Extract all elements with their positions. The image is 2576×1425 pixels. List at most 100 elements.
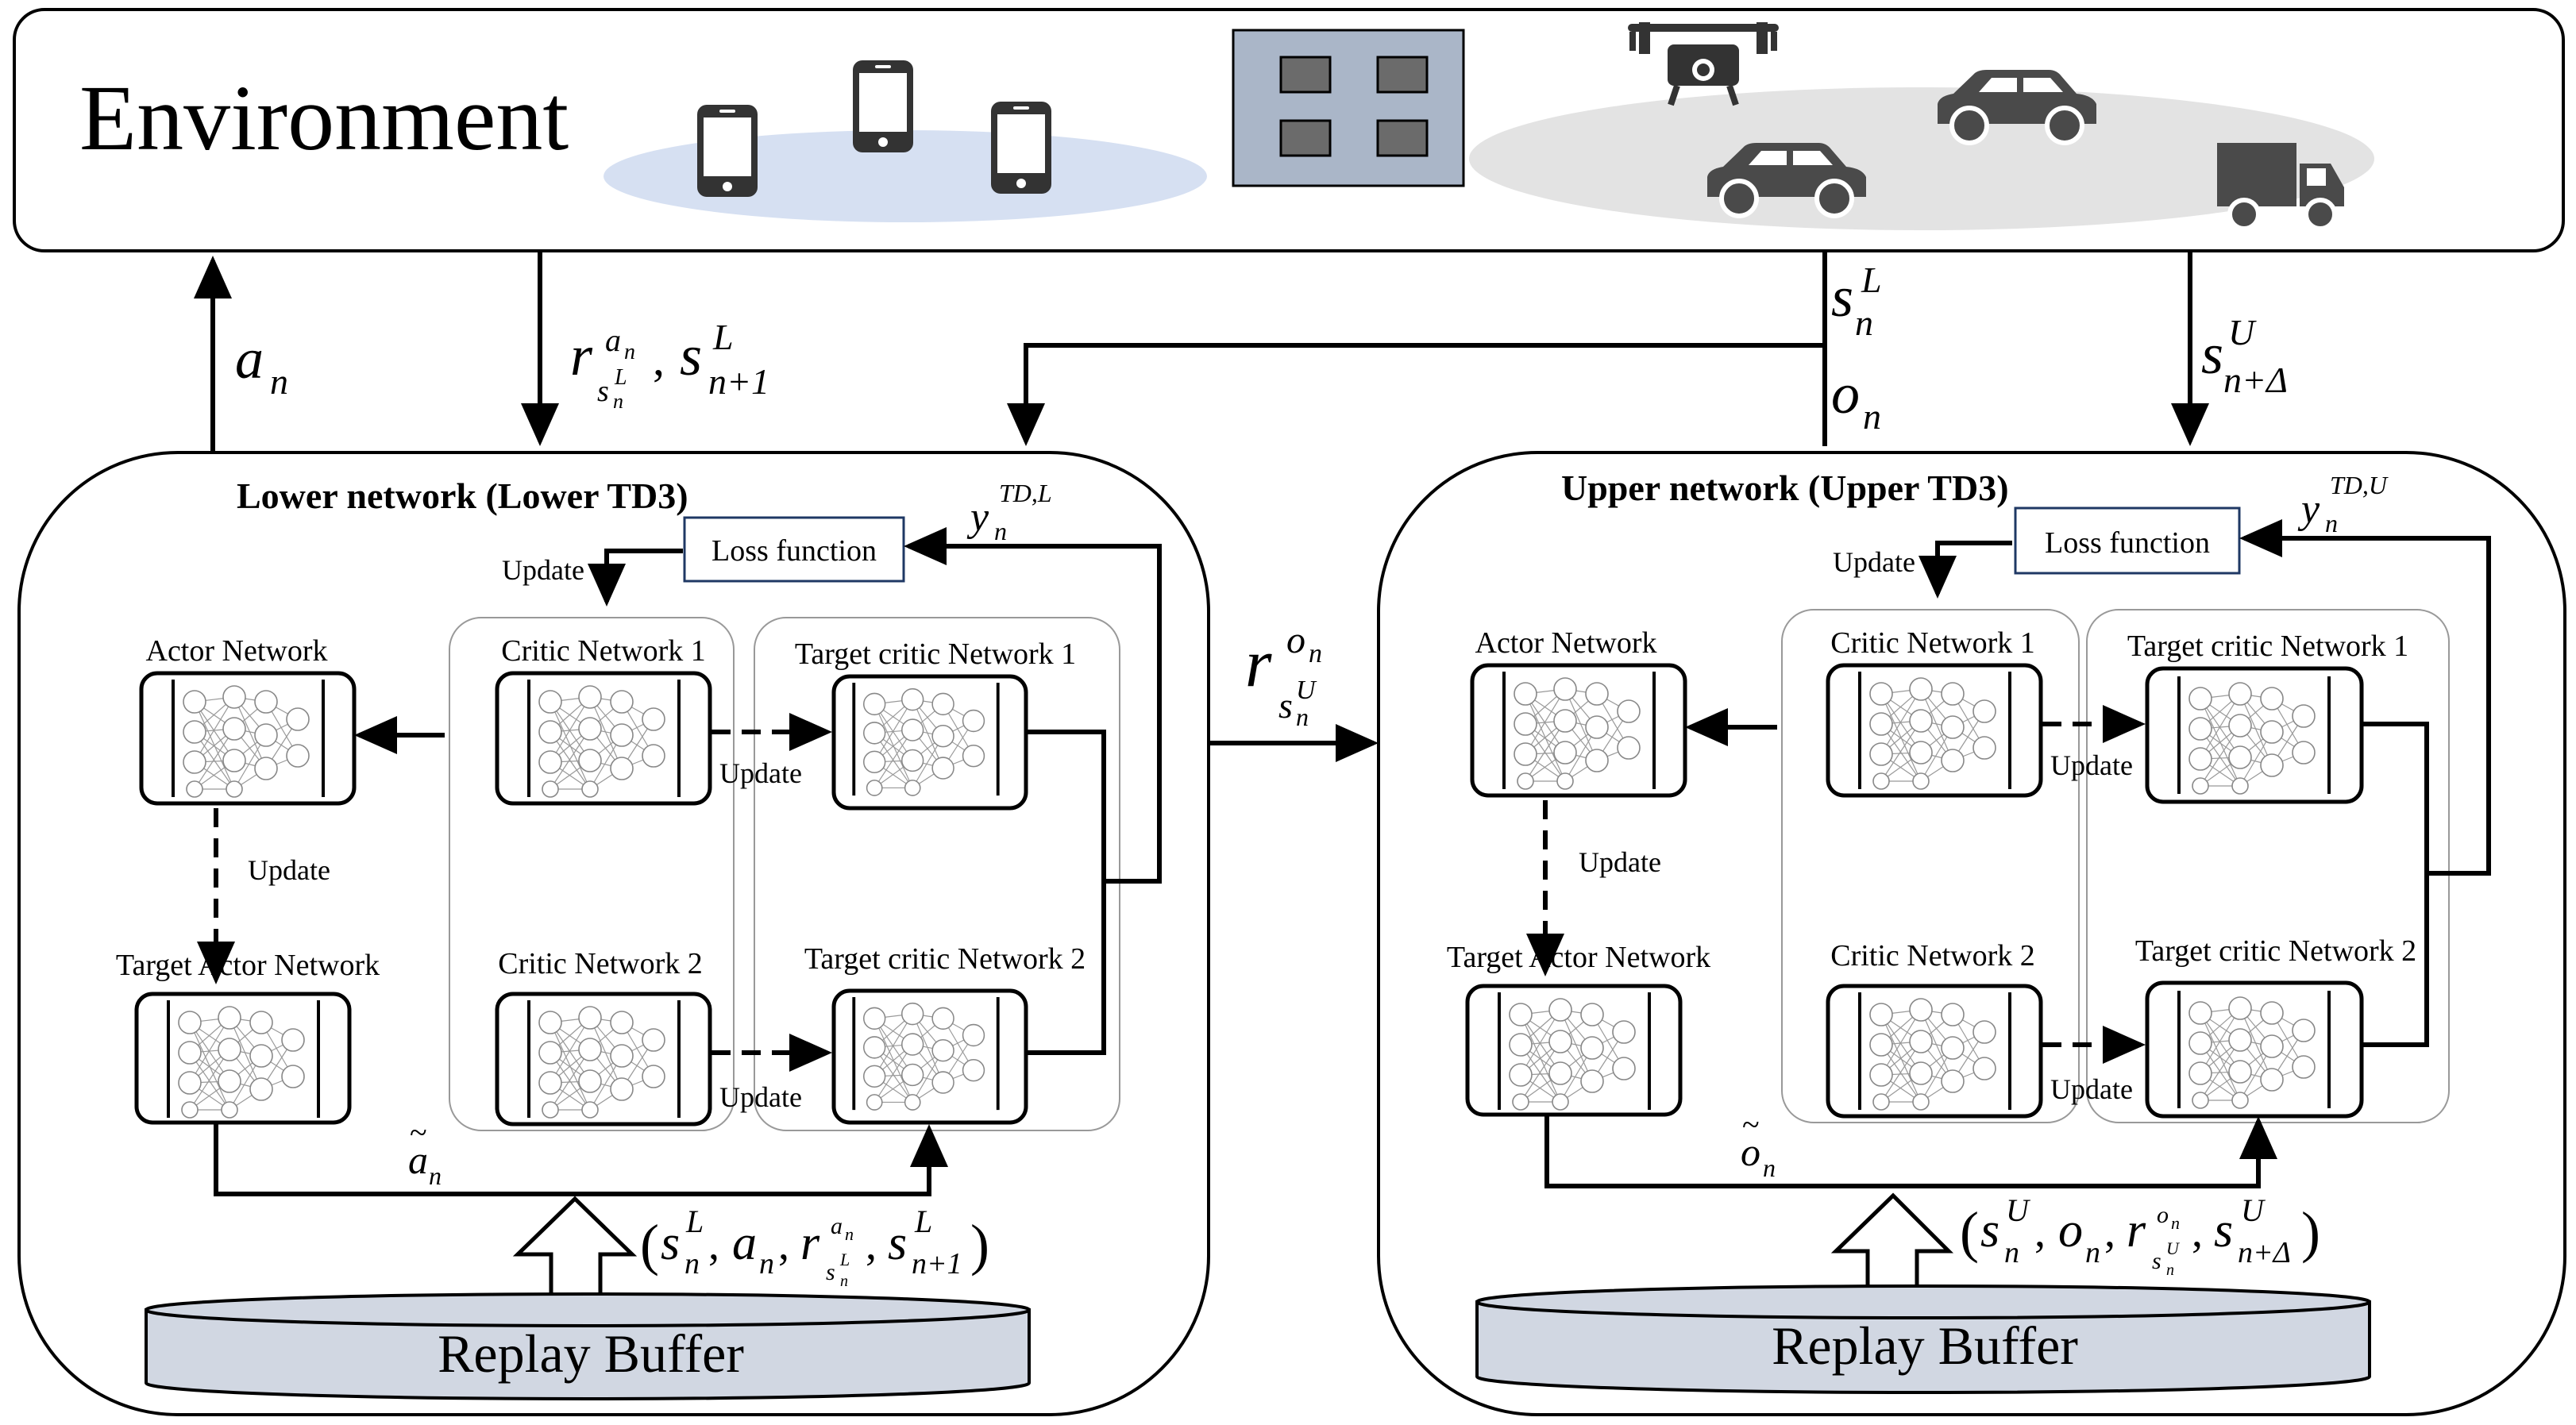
svg-text:(: ( bbox=[1960, 1200, 1979, 1264]
critic-group bbox=[1781, 609, 2080, 1123]
svg-text:L: L bbox=[685, 1204, 704, 1239]
svg-text:U: U bbox=[2006, 1192, 2031, 1228]
loss-update-label: Update bbox=[502, 554, 584, 586]
target-critic-network-1-label: Target critic Network 1 bbox=[2127, 630, 2408, 663]
svg-text:(: ( bbox=[640, 1213, 659, 1277]
svg-text:U: U bbox=[2241, 1192, 2266, 1228]
critic1-update-label: Update bbox=[2050, 749, 2133, 781]
svg-text:r: r bbox=[570, 324, 593, 387]
svg-text:n: n bbox=[613, 390, 623, 413]
target-actor-network bbox=[134, 992, 352, 1125]
svg-text:U: U bbox=[1296, 676, 1317, 705]
loss-function-box: Loss function bbox=[2014, 506, 2241, 575]
target-critic-network-2-label: Target critic Network 2 bbox=[804, 942, 1086, 976]
target-critic-network-1 bbox=[2145, 666, 2364, 804]
svg-text:TD,U: TD,U bbox=[2330, 471, 2389, 499]
svg-text:r: r bbox=[1245, 625, 1272, 701]
svg-text:y: y bbox=[2297, 487, 2320, 532]
svg-text:a: a bbox=[408, 1138, 428, 1182]
svg-text:o: o bbox=[2058, 1204, 2083, 1257]
critic-network-1-label: Critic Network 1 bbox=[501, 634, 706, 668]
svg-text:~: ~ bbox=[410, 1115, 427, 1150]
symbol-reward-upper: r o n s U n bbox=[1245, 619, 1322, 731]
lower-transition-tuple: ( s L n , a n , r a n s L n , s L n+1 ) bbox=[640, 1204, 989, 1290]
target-actor-network-label: Target Actor Network bbox=[116, 949, 380, 982]
svg-text:y: y bbox=[966, 495, 989, 540]
svg-text:n: n bbox=[684, 1247, 700, 1281]
upper-network-title: Upper network (Upper TD3) bbox=[1561, 468, 2009, 508]
target-actor-network-label: Target Actor Network bbox=[1447, 941, 1710, 974]
symbol-reward-lower: r a n s L n , s L n+1 bbox=[570, 317, 769, 413]
svg-text:n: n bbox=[1296, 703, 1309, 731]
svg-text:s: s bbox=[1278, 685, 1293, 726]
lower-network-title: Lower network (Lower TD3) bbox=[237, 476, 688, 516]
svg-text:): ) bbox=[970, 1213, 989, 1277]
svg-text:r: r bbox=[2127, 1204, 2146, 1257]
svg-text:U: U bbox=[2166, 1238, 2181, 1258]
replay-buffer: Replay Buffer bbox=[145, 1292, 1031, 1400]
critic2-update-label: Update bbox=[2050, 1073, 2133, 1105]
drone-icon bbox=[1628, 22, 1779, 106]
lower-flow-lines bbox=[197, 527, 1162, 1196]
svg-text:n+1: n+1 bbox=[708, 361, 769, 402]
target-critic-network-1 bbox=[831, 674, 1028, 811]
svg-text:a: a bbox=[831, 1213, 843, 1239]
svg-text:n+Δ: n+Δ bbox=[2223, 360, 2288, 400]
phone-icon bbox=[991, 102, 1051, 194]
critic1-update-label: Update bbox=[719, 757, 802, 789]
svg-text:,: , bbox=[708, 1220, 719, 1269]
svg-text:o: o bbox=[1286, 619, 1305, 661]
svg-text:U: U bbox=[2228, 312, 2257, 352]
svg-text:Replay Buffer: Replay Buffer bbox=[438, 1323, 744, 1384]
svg-text:n: n bbox=[1855, 302, 1873, 343]
svg-text:Loss function: Loss function bbox=[711, 534, 877, 568]
svg-text:s: s bbox=[888, 1216, 907, 1270]
loss-update-label: Update bbox=[1833, 546, 1915, 578]
server-icon bbox=[1232, 29, 1465, 187]
phone-icon bbox=[697, 105, 758, 197]
svg-text:n: n bbox=[1309, 639, 1322, 668]
svg-text:TD,L: TD,L bbox=[999, 479, 1052, 507]
svg-text:n: n bbox=[759, 1247, 774, 1281]
svg-text:): ) bbox=[2301, 1200, 2320, 1264]
critic-network-2-label: Critic Network 2 bbox=[498, 947, 703, 980]
upper-network-panel: Upper network (Upper TD3) Loss function … bbox=[1377, 451, 2566, 1416]
svg-text:,: , bbox=[2192, 1207, 2203, 1257]
svg-text:s: s bbox=[680, 324, 702, 387]
svg-text:n+1: n+1 bbox=[912, 1247, 962, 1281]
svg-text:n: n bbox=[1863, 396, 1881, 437]
svg-text:L: L bbox=[1861, 260, 1882, 300]
svg-text:,: , bbox=[2034, 1207, 2046, 1257]
vehicles-coverage-ellipse bbox=[1469, 87, 2374, 230]
actor-network-label: Actor Network bbox=[1475, 626, 1657, 660]
actor-update-label: Update bbox=[248, 854, 330, 886]
target-value-label: y TD,L n bbox=[966, 479, 1052, 545]
svg-text:n: n bbox=[1763, 1153, 1776, 1182]
lower-network-panel: Lower network (Lower TD3) Loss function … bbox=[17, 451, 1210, 1416]
target-critic-network-2-label: Target critic Network 2 bbox=[2135, 934, 2416, 968]
svg-text:n: n bbox=[2171, 1213, 2180, 1233]
symbol-o-n: o n bbox=[1831, 362, 1881, 437]
actor-network bbox=[139, 671, 357, 806]
svg-text:L: L bbox=[839, 1250, 850, 1269]
critic-network-2-label: Critic Network 2 bbox=[1830, 939, 2035, 972]
svg-text:n+Δ: n+Δ bbox=[2238, 1236, 2291, 1269]
svg-text:o: o bbox=[1831, 362, 1860, 426]
svg-text:s: s bbox=[1980, 1204, 1999, 1257]
svg-text:Replay Buffer: Replay Buffer bbox=[1772, 1315, 2078, 1376]
svg-text:n: n bbox=[270, 361, 288, 402]
critic-network-1 bbox=[495, 671, 712, 806]
target-critic-network-2 bbox=[831, 988, 1028, 1125]
target-critic-network-2 bbox=[2145, 980, 2364, 1119]
symbol-s-n-L: s L n bbox=[1831, 260, 1882, 343]
target-critic-network-1-label: Target critic Network 1 bbox=[795, 637, 1076, 671]
symbol-a-n: a n bbox=[235, 327, 288, 402]
svg-text:n: n bbox=[845, 1224, 854, 1244]
svg-text:s: s bbox=[2201, 322, 2223, 386]
critic-group bbox=[449, 617, 735, 1131]
svg-text:n: n bbox=[840, 1273, 848, 1290]
svg-text:n: n bbox=[624, 340, 635, 364]
svg-text:,: , bbox=[778, 1220, 789, 1269]
svg-text:s: s bbox=[2214, 1204, 2233, 1257]
actor-update-label: Update bbox=[1579, 846, 1661, 878]
